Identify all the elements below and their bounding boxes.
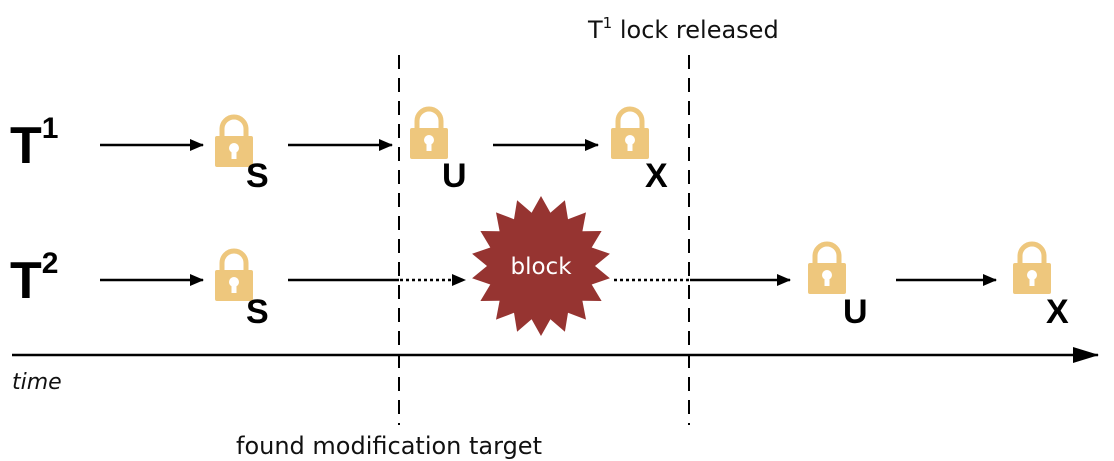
t2-lock-x: X [1013,244,1069,331]
found-modification-target-annotation: found modification target [236,432,542,460]
annotation-suffix: lock released [612,16,778,44]
t1-lock-x: X [611,109,668,195]
t2-lock-s-label: S [246,293,269,331]
padlock-icon [1013,244,1051,294]
time-axis-label: time [12,370,62,395]
t1-lock-s-label: S [246,157,269,195]
block-starburst-icon [472,196,610,336]
t1-lock-s: S [215,117,269,195]
t1-lock-x-label: X [645,157,668,195]
padlock-icon [808,244,846,294]
row-label-t1: T1 [10,112,58,175]
padlock-icon [611,109,649,159]
t2-lock-u: U [808,244,868,331]
t1-lock-u: U [410,109,467,195]
row-label-t2-sup: 2 [42,247,59,280]
lock-released-annotation: T1 lock released [587,14,779,44]
row-label-t2: T2 [10,247,58,310]
t2-lock-u-label: U [843,293,868,331]
t2-lock-s: S [215,251,269,331]
block-label: block [510,254,572,280]
annotation-superscript: 1 [603,14,613,32]
annotation-t: T [587,16,603,44]
row-label-t1-sup: 1 [42,112,59,145]
padlock-icon [410,109,448,159]
block-starburst: block [472,196,610,336]
t2-lock-x-label: X [1046,293,1069,331]
t1-lock-u-label: U [442,157,467,195]
